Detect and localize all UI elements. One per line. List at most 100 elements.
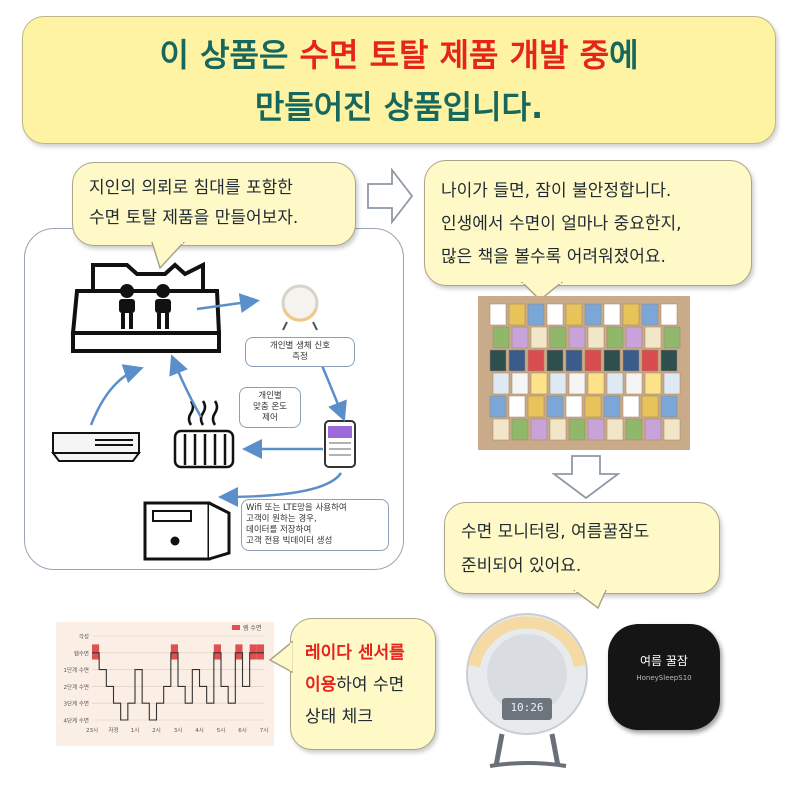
chart-rem-segment: [235, 644, 243, 660]
banner-text-a: 이 상품은: [159, 36, 300, 74]
book-cover: [568, 372, 586, 395]
chart-x-tick-label: 6시: [238, 728, 247, 734]
book-cover: [546, 303, 564, 326]
book-cover: [546, 395, 564, 418]
book-cover: [492, 326, 510, 349]
book-cover: [625, 418, 643, 441]
chart-x-tick-label: 2시: [152, 728, 161, 734]
books-collage: [478, 296, 690, 450]
bubble1-line2: 수면 토탈 제품을 만들어보자.: [89, 208, 299, 228]
chart-sleep-line: [92, 652, 264, 721]
chart-x-tick-label: 1시: [131, 728, 140, 734]
book-cover: [644, 418, 662, 441]
bubble3-line1: 수면 모니터링, 여름꿀잠도: [461, 522, 650, 542]
book-cover: [527, 349, 545, 372]
product-diagram: [51, 261, 356, 561]
book-cover: [603, 303, 621, 326]
banner-line-1: 이 상품은 수면 토탈 제품 개발 중에: [23, 29, 775, 81]
book-cover: [660, 303, 678, 326]
chart-y-tick-label: 각성: [79, 633, 89, 641]
chart-x-tick-label: 23시: [86, 728, 98, 734]
server-icon: [143, 501, 231, 561]
book-cover: [492, 418, 510, 441]
book-cover: [641, 303, 659, 326]
chart-y-tick-label: 렘수면: [74, 649, 89, 657]
clock-time-display: 10:26: [510, 701, 544, 714]
book-cover: [644, 326, 662, 349]
book-cover: [663, 418, 681, 441]
banner-line-2: 만들어진 상품입니다.: [254, 88, 544, 126]
book-cover: [508, 349, 526, 372]
book-cover: [622, 349, 640, 372]
bubble1-tail: [151, 242, 186, 270]
book-cover: [565, 395, 583, 418]
book-cover: [625, 326, 643, 349]
chart-x-tick-label: 5시: [217, 728, 226, 734]
chart-rem-segment: [213, 644, 221, 660]
radiator-icon: [173, 400, 235, 469]
device-label-korean: 여름 꿀잠: [640, 654, 688, 668]
book-cover: [622, 395, 640, 418]
chart-x-tick-label: 자정: [108, 726, 118, 734]
bubble4-tail: [268, 640, 293, 674]
book-cover: [511, 418, 529, 441]
book-cover: [527, 395, 545, 418]
book-cover: [527, 303, 545, 326]
book-cover: [625, 372, 643, 395]
chart-rem-segment: [256, 644, 264, 660]
book-cover: [587, 418, 605, 441]
book-cover: [663, 372, 681, 395]
chart-y-tick-label: 1단계 수면: [64, 666, 90, 674]
book-cover: [549, 372, 567, 395]
clock-device-icon: [466, 613, 588, 768]
book-cover: [511, 372, 529, 395]
chart-legend-label: 렘 수면: [243, 624, 261, 632]
book-cover: [622, 303, 640, 326]
book-cover: [568, 418, 586, 441]
chart-rem-segment: [249, 644, 257, 660]
smartphone-icon: [324, 420, 356, 468]
book-cover: [508, 303, 526, 326]
book-cover: [644, 372, 662, 395]
arrow-down-icon: [551, 455, 621, 500]
air-conditioner-icon: [51, 432, 141, 462]
banner-text-c: 에: [609, 36, 639, 74]
book-cover: [492, 372, 510, 395]
chart-rem-segment: [92, 644, 100, 660]
chart-y-tick-label: 2단계 수면: [64, 683, 90, 691]
chart-y-tick-label: 4단계 수면: [64, 717, 90, 725]
device-label-english: HoneySleepS10: [636, 674, 692, 682]
people-icon: [119, 284, 171, 329]
bubble2-line2: 인생에서 수면이 얼마나 중요한지,: [441, 214, 682, 234]
book-cover: [489, 303, 507, 326]
book-cover: [508, 395, 526, 418]
book-cover: [603, 349, 621, 372]
bubble2-line3: 많은 책을 볼수록 어려워졌어요.: [441, 247, 666, 267]
sensor-device-icon: [281, 284, 319, 331]
book-cover: [606, 418, 624, 441]
speech-bubble-request: 지인의 의뢰로 침대를 포함한 수면 토탈 제품을 만들어보자.: [72, 162, 356, 246]
book-cover: [641, 395, 659, 418]
chart-x-tick-label: 3시: [174, 728, 183, 734]
bubble4-line3: 상태 체크: [305, 707, 373, 727]
chart-x-tick-label: 7시: [260, 728, 269, 734]
speech-bubble-aging: 나이가 들면, 잠이 불안정합니다. 인생에서 수면이 얼마나 중요한지, 많은…: [424, 160, 752, 286]
chart-x-tick-label: 4시: [195, 728, 204, 734]
arrow-right-icon: [367, 167, 414, 225]
book-cover: [587, 372, 605, 395]
book-cover: [549, 418, 567, 441]
title-banner: 이 상품은 수면 토탈 제품 개발 중에 만들어진 상품입니다.: [22, 16, 776, 144]
sleep-monitor-clock: 10:26: [462, 606, 592, 772]
bed-icon: [70, 261, 222, 353]
book-cover: [511, 326, 529, 349]
book-cover: [546, 349, 564, 372]
book-cover: [641, 349, 659, 372]
book-cover: [530, 418, 548, 441]
bubble3-tail: [572, 590, 607, 610]
book-cover: [606, 372, 624, 395]
book-cover: [530, 326, 548, 349]
